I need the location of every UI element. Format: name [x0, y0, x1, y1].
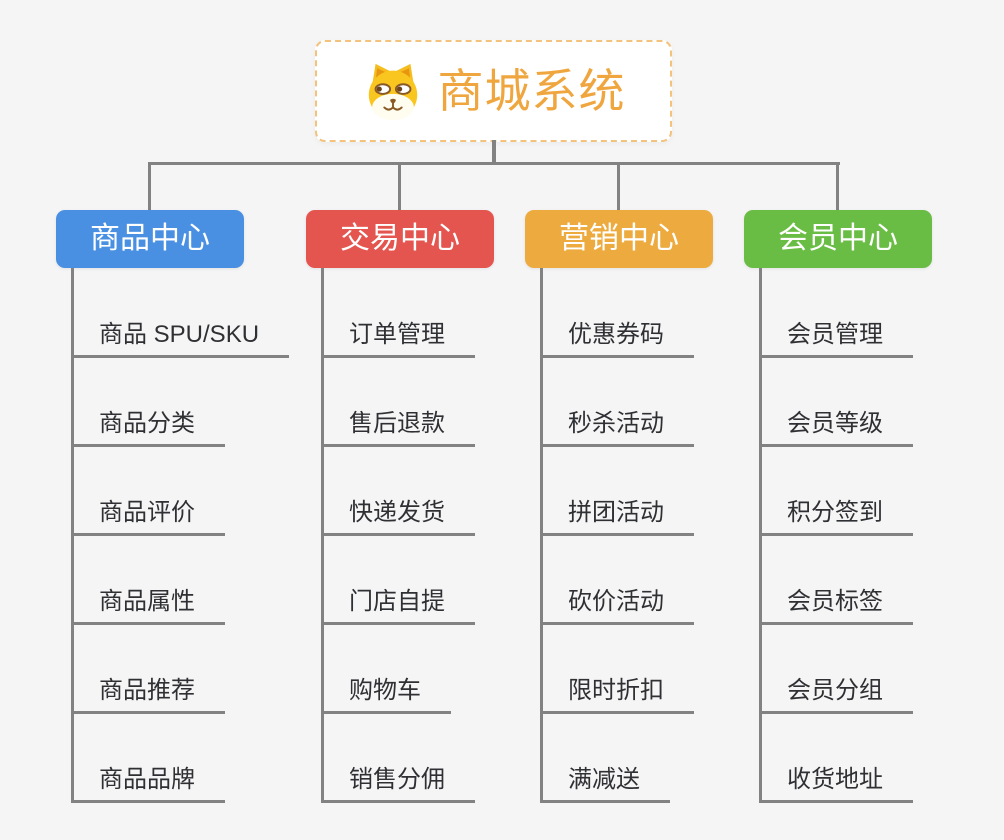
branch: 商品中心 商品 SPU/SKU 商品分类商品评价商品属性商品推荐商品品牌 [56, 162, 306, 803]
branch-items: 订单管理售后退款快递发货门店自提购物车销售分佣 [306, 268, 475, 803]
connector-drop-line [836, 162, 839, 210]
branch-item[interactable]: 限时折扣 [540, 625, 694, 714]
dog-face-icon [368, 63, 417, 121]
connector-drop-line [398, 162, 401, 210]
branch-header-label: 交易中心 [340, 222, 460, 255]
branch-item[interactable]: 商品属性 [71, 536, 225, 625]
branch-item-label: 商品推荐 [99, 677, 195, 705]
branch-item[interactable]: 商品评价 [71, 447, 225, 536]
branch-items: 优惠券码秒杀活动拼团活动砍价活动限时折扣满减送 [525, 268, 694, 803]
branch-header[interactable]: 交易中心 [306, 210, 494, 268]
branch-item[interactable]: 商品分类 [71, 358, 225, 447]
branch-item[interactable]: 优惠券码 [540, 268, 694, 358]
branch: 营销中心 优惠券码秒杀活动拼团活动砍价活动限时折扣满减送 [525, 162, 775, 803]
branch: 会员中心 会员管理会员等级积分签到会员标签会员分组收货地址 [744, 162, 994, 803]
root-node[interactable]: 商城系统 [315, 40, 672, 142]
connector-drop-line [148, 162, 151, 210]
branch-item-label: 会员标签 [787, 588, 883, 616]
branch-header[interactable]: 商品中心 [56, 210, 244, 268]
branch-item-label: 快递发货 [349, 499, 445, 527]
branch-item-label: 购物车 [349, 677, 421, 705]
branch-header-label: 会员中心 [778, 222, 898, 255]
branch-item[interactable]: 满减送 [540, 714, 670, 803]
branch-header[interactable]: 会员中心 [744, 210, 932, 268]
branch-item[interactable]: 售后退款 [321, 358, 475, 447]
branch-item-label: 商品分类 [99, 410, 195, 438]
branch-item[interactable]: 商品推荐 [71, 625, 225, 714]
branch-item[interactable]: 订单管理 [321, 268, 475, 358]
branch-item-label: 商品品牌 [99, 766, 195, 794]
connector-root-stub [492, 140, 496, 163]
branch-item[interactable]: 拼团活动 [540, 447, 694, 536]
branch-item-label: 订单管理 [349, 321, 445, 349]
connector-drop-line [617, 162, 620, 210]
branch-items: 商品 SPU/SKU 商品分类商品评价商品属性商品推荐商品品牌 [56, 268, 290, 803]
branch-item[interactable]: 收货地址 [759, 714, 913, 803]
branch-item-label: 优惠券码 [568, 321, 664, 349]
root-title: 商城系统 [437, 65, 626, 117]
branch-item[interactable]: 砍价活动 [540, 536, 694, 625]
branch-item[interactable]: 快递发货 [321, 447, 475, 536]
branch-item-label: 会员分组 [787, 677, 883, 705]
branch-item[interactable]: 会员等级 [759, 358, 913, 447]
branch-header-label: 商品中心 [90, 222, 210, 255]
branch-item[interactable]: 会员分组 [759, 625, 913, 714]
branch-item-label: 拼团活动 [568, 499, 664, 527]
branch-item-label: 商品评价 [99, 499, 195, 527]
branch-item[interactable]: 购物车 [321, 625, 451, 714]
branch-item-label: 销售分佣 [349, 766, 445, 794]
branch-item-label: 限时折扣 [568, 677, 664, 705]
branch-item[interactable]: 会员管理 [759, 268, 913, 358]
branch-item-label: 积分签到 [787, 499, 883, 527]
branch-header-label: 营销中心 [559, 222, 679, 255]
branch-item[interactable]: 商品品牌 [71, 714, 225, 803]
branch-item-label: 满减送 [568, 766, 640, 794]
branch-item-label: 秒杀活动 [568, 410, 664, 438]
branch-header[interactable]: 营销中心 [525, 210, 713, 268]
branch-item-label: 门店自提 [349, 588, 445, 616]
branch-items: 会员管理会员等级积分签到会员标签会员分组收货地址 [744, 268, 913, 803]
branch-item-label: 收货地址 [787, 766, 883, 794]
branch-item[interactable]: 会员标签 [759, 536, 913, 625]
branch-item[interactable]: 门店自提 [321, 536, 475, 625]
branch-item[interactable]: 秒杀活动 [540, 358, 694, 447]
branch-item-label: 商品属性 [99, 588, 195, 616]
branch-item-label: 商品 SPU/SKU [99, 321, 260, 349]
branch-item-label: 砍价活动 [568, 588, 664, 616]
branch-item[interactable]: 销售分佣 [321, 714, 475, 803]
branch-item-label: 售后退款 [349, 410, 445, 438]
branch-item-label: 会员等级 [787, 410, 883, 438]
branch: 交易中心 订单管理售后退款快递发货门店自提购物车销售分佣 [306, 162, 556, 803]
branch-item[interactable]: 商品 SPU/SKU [71, 268, 290, 358]
branch-item-label: 会员管理 [787, 321, 883, 349]
branch-item[interactable]: 积分签到 [759, 447, 913, 536]
connector-horizontal-line [148, 162, 840, 165]
